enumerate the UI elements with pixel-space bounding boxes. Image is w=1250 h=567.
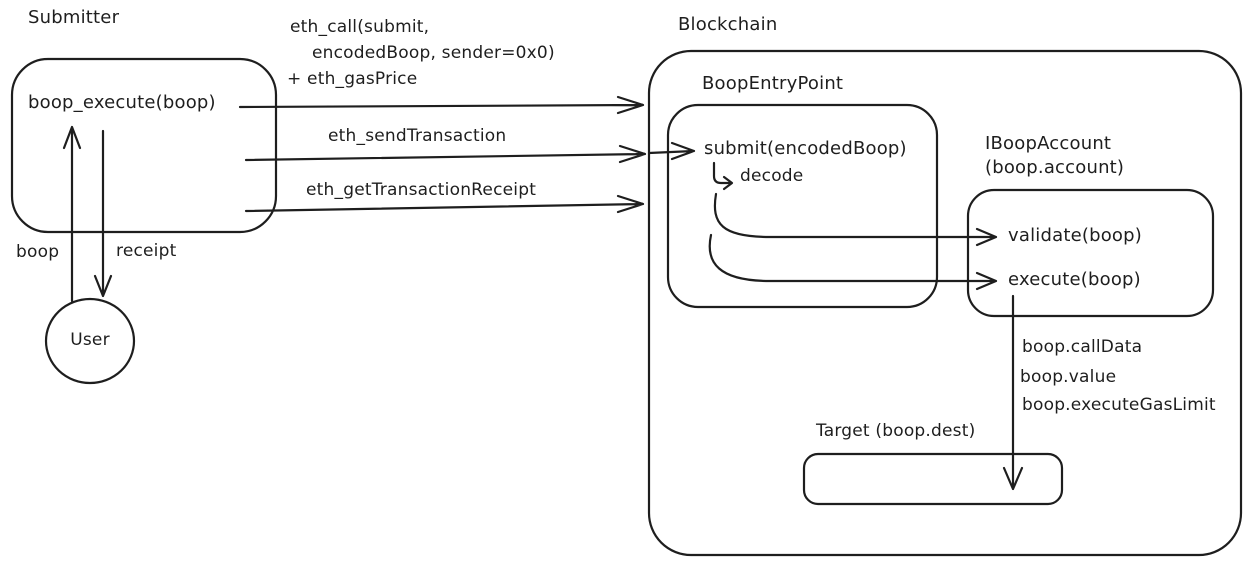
submitter-title: Submitter xyxy=(28,7,120,28)
user-circle xyxy=(44,297,136,385)
send-transaction-arrow xyxy=(244,141,696,164)
execute-method-label: execute(boop) xyxy=(1008,269,1141,290)
eth-call-label-line1: eth_call(submit, xyxy=(290,17,430,37)
eth-call-label-line2: encodedBoop, sender=0x0) xyxy=(312,43,555,63)
execute-call-field-value: boop.value xyxy=(1020,367,1117,387)
target-title: Target (boop.dest) xyxy=(816,421,976,441)
boop-arrow xyxy=(62,125,82,303)
submitter-box xyxy=(10,57,278,234)
entrypoint-box xyxy=(666,103,939,309)
target-box xyxy=(802,452,1064,506)
eth-call-arrow xyxy=(238,95,645,115)
user-label: User xyxy=(70,330,110,350)
decode-label: decode xyxy=(740,166,804,186)
account-title-line2: (boop.account) xyxy=(985,157,1125,178)
entrypoint-method: submit(encodedBoop) xyxy=(704,138,907,159)
target-call-arrow xyxy=(1002,294,1024,491)
get-receipt-label: eth_getTransactionReceipt xyxy=(306,180,537,200)
send-transaction-label: eth_sendTransaction xyxy=(328,126,507,146)
receipt-arrow-label: receipt xyxy=(116,241,177,261)
receipt-arrow xyxy=(93,129,113,298)
validate-method-label: validate(boop) xyxy=(1008,225,1142,246)
submitter-method: boop_execute(boop) xyxy=(28,92,216,113)
boop-arrow-label: boop xyxy=(16,242,60,262)
execute-call-field-gaslimit: boop.executeGasLimit xyxy=(1022,395,1216,415)
get-receipt-arrow xyxy=(244,194,645,214)
blockchain-box xyxy=(647,49,1243,557)
eth-call-label-line3: + eth_gasPrice xyxy=(287,69,418,89)
decode-return-icon xyxy=(712,161,734,191)
execute-call-field-calldata: boop.callData xyxy=(1022,337,1143,357)
account-title-line1: IBoopAccount xyxy=(985,133,1112,154)
account-box xyxy=(966,188,1215,318)
execute-call-arrow xyxy=(708,233,998,291)
entrypoint-title: BoopEntryPoint xyxy=(702,73,844,94)
blockchain-title: Blockchain xyxy=(678,14,778,35)
validate-call-arrow xyxy=(713,192,998,247)
